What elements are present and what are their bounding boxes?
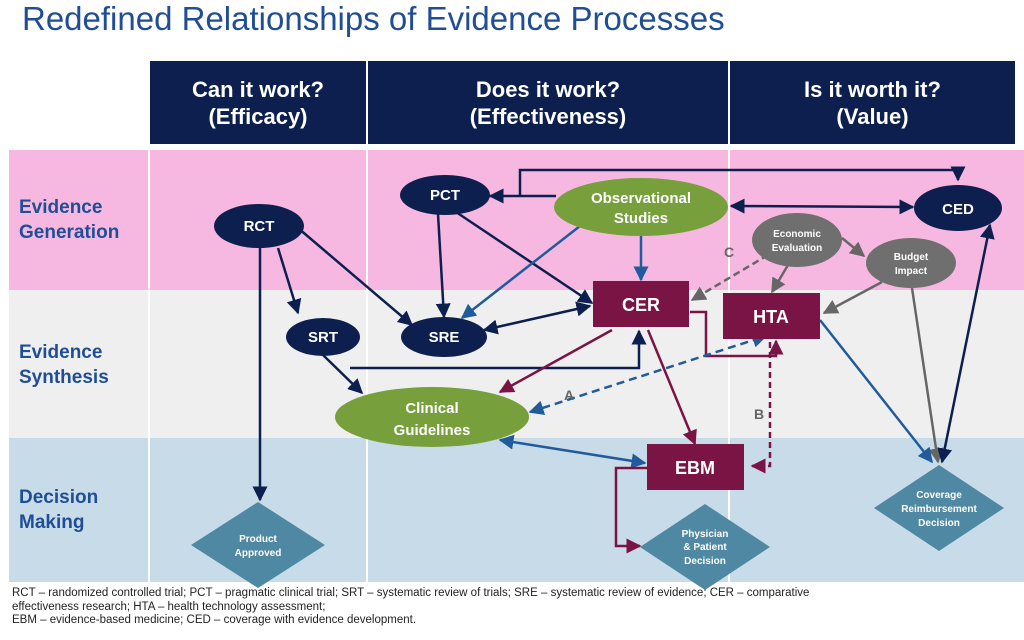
node-label: EBM: [675, 458, 715, 478]
node-label: Observational: [591, 190, 691, 207]
edge-rct-srt: [276, 247, 302, 315]
node-label: SRE: [429, 329, 460, 346]
footnote-line: effectiveness research; HTA – health tec…: [12, 600, 326, 613]
node-product-approved: Product Approved: [191, 502, 325, 588]
edge-c-economic-cer: [690, 253, 769, 302]
edge-observational-sre: [460, 225, 581, 319]
edge-sre-cer: [482, 301, 592, 335]
row-label-line: Evidence: [19, 197, 103, 218]
column-separator: [366, 150, 368, 582]
column-header-line: (Value): [836, 103, 909, 129]
node-observational-studies: Observational Studies: [554, 178, 728, 236]
node-budget-impact: Budget Impact: [866, 238, 956, 288]
row-label-line: Decision: [19, 487, 99, 508]
node-ced: CED: [914, 185, 1002, 231]
node-label: Physician: [682, 529, 729, 540]
footnote: RCT – randomized controlled trial; PCT –…: [12, 587, 812, 628]
node-label: Decision: [684, 556, 726, 567]
row-label-decision-making: Decision Making: [19, 485, 98, 535]
column-header-line: (Efficacy): [208, 103, 308, 129]
node-economic-evaluation: Economic Evaluation: [752, 213, 842, 267]
edge-observational-ced: [729, 198, 915, 215]
edge-budget-hta: [822, 280, 883, 315]
node-label: Impact: [895, 266, 928, 277]
footnote-line: RCT – randomized controlled trial; PCT –…: [12, 587, 810, 599]
node-label: SRT: [308, 329, 338, 346]
node-label: Budget: [894, 252, 929, 263]
node-label: & Patient: [683, 542, 727, 553]
column-header-efficacy: Can it work? (Efficacy): [150, 61, 366, 144]
edge-srt-cer: [350, 329, 647, 370]
row-evidence-generation-band: [9, 150, 1024, 290]
edge-ced-coverage: [937, 223, 995, 464]
edge-pct-cer: [455, 210, 594, 305]
edge-b-hta-ebm: [750, 342, 772, 474]
edge-budget-coverage: [910, 287, 944, 464]
edge-cer-guidelines: [498, 328, 613, 394]
row-label-line: Generation: [19, 222, 120, 243]
node-physician-patient-decision: Physician & Patient Decision: [640, 504, 770, 590]
node-label: HTA: [753, 307, 789, 327]
node-cer: CER: [593, 281, 689, 327]
edge-label-c: C: [724, 244, 734, 260]
node-label: Decision: [918, 518, 960, 529]
node-coverage-reimbursement-decision: Coverage Reimbursement Decision: [874, 465, 1004, 551]
node-label: Coverage: [916, 490, 962, 501]
node-rct: RCT: [214, 204, 304, 248]
edge-ebm-physician: [614, 466, 648, 554]
edge-economic-budget: [841, 237, 866, 257]
column-header-line: (Effectiveness): [469, 103, 627, 129]
row-label-evidence-synthesis: Evidence Synthesis: [19, 340, 109, 390]
column-header-line: Can it work?: [191, 76, 324, 102]
edge-rct-sre: [297, 227, 414, 326]
edge-srt-guidelines: [321, 353, 364, 395]
column-separator: [148, 150, 150, 582]
edge-guidelines-ebm: [498, 434, 647, 469]
node-hta: HTA: [723, 293, 820, 339]
edge-top-loop-ced: [518, 166, 966, 196]
row-label-evidence-generation: Evidence Generation: [19, 195, 119, 245]
node-sre: SRE: [401, 317, 487, 357]
edge-pct-sre: [435, 213, 451, 319]
row-label-line: Making: [19, 512, 85, 533]
column-header-value: Is it worth it? (Value): [730, 61, 1015, 144]
node-label: Economic: [773, 229, 821, 240]
edge-label-b: B: [754, 406, 764, 422]
node-label: RCT: [244, 218, 275, 235]
page-title: Redefined Relationships of Evidence Proc…: [22, 0, 725, 37]
node-clinical-guidelines: Clinical Guidelines: [335, 387, 529, 447]
node-label: Guidelines: [394, 422, 471, 439]
column-header-line: Does it work?: [475, 76, 621, 102]
node-label: Product: [239, 534, 277, 545]
edges: [252, 166, 995, 554]
node-srt: SRT: [286, 318, 360, 356]
node-label: Clinical: [405, 400, 458, 417]
edge-a-guidelines-hta: [528, 332, 768, 416]
row-label-line: Synthesis: [19, 367, 109, 388]
edge-hta-coverage: [819, 319, 933, 464]
node-label: PCT: [430, 187, 460, 204]
column-header-line: Is it worth it?: [804, 76, 941, 102]
footnote-line: EBM – evidence-based medicine; CED – cov…: [12, 614, 416, 626]
edge-cer-ebm: [646, 329, 697, 446]
edge-label-a: A: [564, 387, 574, 403]
row-label-line: Evidence: [19, 342, 103, 363]
node-ebm: EBM: [647, 444, 744, 490]
node-label: Studies: [614, 210, 668, 227]
node-pct: PCT: [400, 175, 490, 215]
node-label: Reimbursement: [901, 504, 977, 515]
node-label: Evaluation: [772, 243, 823, 254]
node-label: Approved: [235, 548, 282, 559]
node-label: CED: [942, 201, 974, 218]
edge-economic-hta: [770, 264, 790, 294]
column-header-effectiveness: Does it work? (Effectiveness): [368, 61, 728, 144]
node-label: CER: [622, 295, 660, 315]
